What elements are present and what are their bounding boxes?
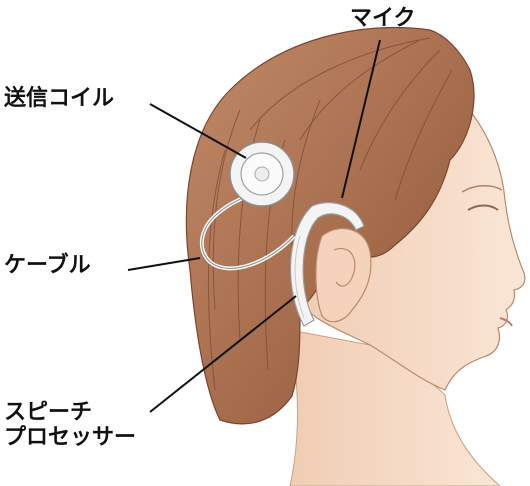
transmitter-coil-shape bbox=[230, 142, 294, 206]
label-transmitter-coil: 送信コイル bbox=[4, 86, 114, 111]
label-microphone: マイク bbox=[350, 6, 416, 31]
label-speech-processor: スピーチ プロセッサー bbox=[4, 400, 136, 451]
label-speech-processor-line1: スピーチ bbox=[4, 400, 136, 425]
label-speech-processor-line2: プロセッサー bbox=[4, 425, 136, 450]
label-cable: ケーブル bbox=[4, 253, 91, 278]
